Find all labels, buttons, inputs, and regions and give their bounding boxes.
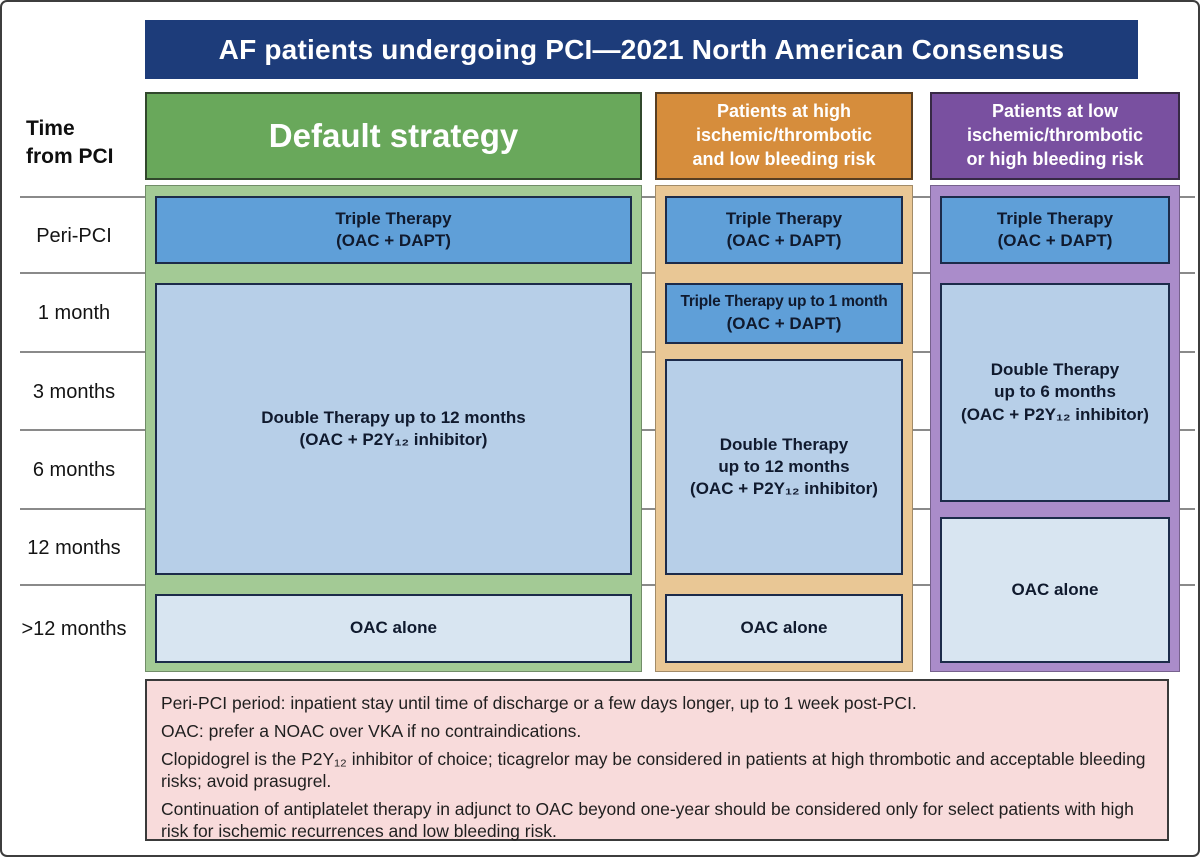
footnotes-panel: Peri-PCI period: inpatient stay until ti… — [145, 679, 1169, 841]
time-label-3-months: 3 months — [32, 380, 116, 403]
box-text-line: (OAC + P2Y₁₂ inhibitor) — [690, 479, 878, 499]
box-text-line: (OAC + P2Y₁₂ inhibitor) — [299, 430, 488, 449]
footnote-item: Peri-PCI period: inpatient stay until ti… — [161, 693, 917, 713]
box-text-line: (OAC + DAPT) — [997, 231, 1113, 250]
column-header-default-strategy: Default strategy — [145, 92, 642, 180]
box-text-line: Triple Therapy up to 1 month — [680, 293, 888, 311]
title-bar: AF patients undergoing PCI—2021 North Am… — [145, 20, 1138, 79]
box-text-line: Triple Therapy — [996, 208, 1114, 228]
column-header-line: or high bleeding risk — [966, 148, 1144, 169]
figure-title: AF patients undergoing PCI—2021 North Am… — [218, 33, 1065, 65]
box-text-line: (OAC + DAPT) — [726, 313, 842, 333]
low-risk-oac-alone-box: OAC alone — [940, 517, 1170, 663]
default-oac-alone-box: OAC alone — [155, 594, 632, 663]
footnote-item: OAC: prefer a NOAC over VKA if no contra… — [161, 721, 582, 742]
box-text-line: up to 12 months — [718, 456, 850, 476]
footnote-item: Continuation of antiplatelet therapy in … — [161, 799, 1134, 842]
box-text-line: up to 6 months — [994, 382, 1116, 402]
column-header-line: Patients at high — [716, 101, 851, 122]
high-risk-double-therapy-box: Double Therapy up to 12 months (OAC + P2… — [665, 359, 903, 575]
box-text-line: Triple Therapy — [335, 208, 452, 228]
column-header-high-ischemic-risk: Patients at high ischemic/thrombotic and… — [655, 92, 913, 180]
time-label-1-month: 1 month — [37, 301, 111, 324]
time-label-6-months: 6 months — [32, 458, 116, 481]
low-risk-triple-therapy-box: Triple Therapy (OAC + DAPT) — [940, 196, 1170, 264]
column-header-line: ischemic/thrombotic — [966, 125, 1144, 146]
time-axis-header-line: Time — [26, 117, 75, 140]
box-text-line: Double Therapy up to 12 months — [261, 407, 526, 427]
time-axis-header: Time from PCI — [26, 115, 146, 170]
footnote-item: Clopidogrel is the P2Y₁₂ inhibitor of ch… — [161, 749, 1146, 792]
box-text-line: (OAC + DAPT) — [336, 231, 451, 250]
default-triple-therapy-box: Triple Therapy (OAC + DAPT) — [155, 196, 632, 264]
low-risk-double-therapy-box: Double Therapy up to 6 months (OAC + P2Y… — [940, 283, 1170, 502]
box-text-line: (OAC + P2Y₁₂ inhibitor) — [961, 404, 1149, 424]
box-text-line: (OAC + DAPT) — [726, 231, 842, 250]
box-text-line: OAC alone — [350, 618, 437, 638]
box-text-line: Triple Therapy — [725, 208, 843, 228]
time-label-peri-pci: Peri-PCI — [36, 224, 112, 247]
box-text-line: OAC alone — [740, 618, 828, 638]
column-header-line: and low bleeding risk — [692, 148, 876, 169]
time-axis-header-line: from PCI — [26, 144, 114, 168]
box-text-line: OAC alone — [1011, 579, 1099, 599]
default-double-therapy-box: Double Therapy up to 12 months (OAC + P2… — [155, 283, 632, 575]
box-text-line: Double Therapy — [990, 360, 1120, 380]
high-risk-triple-therapy-1-month-box: Triple Therapy up to 1 month (OAC + DAPT… — [665, 283, 903, 344]
time-label-gt-12-months: >12 months — [21, 617, 127, 640]
time-label-12-months: 12 months — [27, 536, 121, 559]
box-text-line: Double Therapy — [719, 434, 849, 454]
column-header-line: Patients at low — [991, 101, 1119, 122]
high-risk-triple-therapy-box: Triple Therapy (OAC + DAPT) — [665, 196, 903, 264]
column-header-low-ischemic-risk: Patients at low ischemic/thrombotic or h… — [930, 92, 1180, 180]
column-header-line: ischemic/thrombotic — [695, 125, 873, 146]
high-risk-oac-alone-box: OAC alone — [665, 594, 903, 663]
column-header-label: Default strategy — [268, 117, 519, 154]
